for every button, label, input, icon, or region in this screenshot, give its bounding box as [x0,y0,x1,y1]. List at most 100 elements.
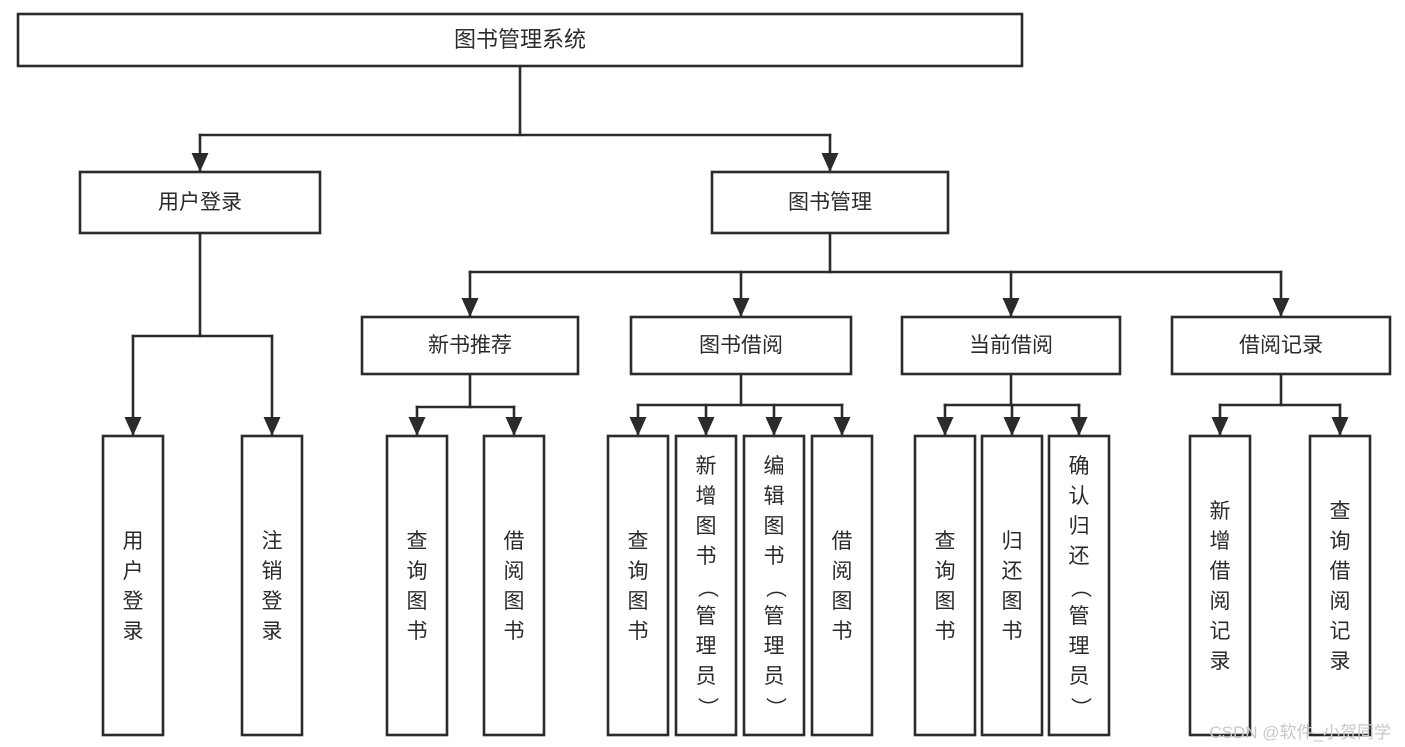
node-rect [1170,315,1392,376]
arrow-head-icon-book-0 [461,298,479,317]
leaf-label-char: 登 [123,590,144,613]
leaf-label-char: 录 [123,620,144,643]
leaf-label-char: 阅 [832,560,853,583]
leaf-label-char: 理 [764,635,785,658]
arrow-head-icon-book-1 [732,298,750,317]
leaf-label-char: 新 [1210,500,1231,523]
leaf-label-char: 图 [935,590,956,613]
leaf-rect [1047,434,1111,737]
leaf-rect [674,434,738,737]
leaf-label-char: （ [1068,577,1091,598]
node-level3-新书推荐[interactable]: 新书推荐 [360,315,580,376]
arrow-head-icon-图书借阅-3 [833,417,851,436]
node-level3-图书借阅[interactable]: 图书借阅 [629,315,853,376]
leaf-label-char: 阅 [1330,590,1351,613]
leaf-label-char: 书 [764,545,785,568]
leaf-label-char: 管 [1069,605,1090,628]
leaf-label-char: 记 [1210,620,1231,643]
arrow-head-icon-新书推荐-0 [408,417,426,436]
leaf-label-char: 注 [262,530,283,553]
leaf-label-char: 认 [1069,485,1090,508]
leaf-label-char: 理 [696,635,717,658]
leaf-label-char: ） [695,697,718,718]
node-rect [900,315,1122,376]
watermark-text: CSDN @软件_小贺同学 [1209,723,1391,742]
leaf-label-char: 阅 [504,560,525,583]
leaf-rect [240,434,304,737]
leaf-label-char: 还 [1002,560,1023,583]
node-root-图书管理系统[interactable]: 图书管理系统 [16,12,1024,68]
leaf-label-char: 记 [1330,620,1351,643]
leaf-label-char: 录 [262,620,283,643]
leaf-label-char: 借 [832,530,853,553]
leaf-label-char: 图 [696,515,717,538]
node-level2-用户登录[interactable]: 用户登录 [78,170,322,235]
leaf-rect [1188,434,1252,737]
leaf-label-char: 借 [504,530,525,553]
leaf-label-char: 询 [407,560,428,583]
leaf-label-char: 新 [696,455,717,478]
leaf-label-char: 书 [1002,620,1023,643]
node-rect [360,315,580,376]
node-level3-借阅记录[interactable]: 借阅记录 [1170,315,1392,376]
leaf-rect [385,434,449,737]
leaf-label-char: 归 [1069,515,1090,538]
leaf-label-char: 户 [123,560,144,583]
node-label: 用户登录 [158,191,242,214]
connector-layer [124,64,1349,438]
node-rect [629,315,853,376]
leaf-label-char: （ [695,577,718,598]
arrow-head-icon-user-1 [263,417,281,436]
arrow-head-icon-新书推荐-1 [505,417,523,436]
leaf-label-char: 确 [1069,455,1090,478]
arrow-head-icon-user-0 [124,417,142,436]
leaf-label-char: 图 [832,590,853,613]
leaf-label-char: 录 [1210,650,1231,673]
node-rect [78,170,322,235]
node-level3-当前借阅[interactable]: 当前借阅 [900,315,1122,376]
leaf-label-char: 书 [832,620,853,643]
leaf-label-char: 阅 [1210,590,1231,613]
leaf-label-char: 理 [1069,635,1090,658]
leaf-label-char: 录 [1330,650,1351,673]
leaf-label-char: 图 [764,515,785,538]
leaf-rect [606,434,670,737]
arrow-head-icon-当前借阅-2 [1070,417,1088,436]
leaf-rect [101,434,165,737]
node-level2-图书管理[interactable]: 图书管理 [710,170,950,235]
leaf-label-char: 归 [1002,530,1023,553]
leaf-label-char: 书 [407,620,428,643]
leaf-rect [742,434,806,737]
leaf-label-char: 书 [504,620,525,643]
node-label: 图书管理系统 [454,27,586,52]
leaf-label-char: 员 [764,665,785,688]
arrow-head-icon-root-0 [191,153,209,172]
leaf-label-char: ） [763,697,786,718]
leaf-label-char: 询 [935,560,956,583]
leaf-label-char: 员 [696,665,717,688]
node-rect [16,12,1024,68]
leaf-label-char: 增 [696,485,717,508]
arrow-head-icon-当前借阅-1 [1003,417,1021,436]
leaf-node-用户登录-0[interactable]: 用户登录 [101,434,165,737]
leaf-label-char: ） [1068,697,1091,718]
arrow-head-icon-借阅记录-0 [1211,417,1229,436]
leaf-label-char: 查 [935,530,956,553]
arrow-head-icon-借阅记录-1 [1331,417,1349,436]
leaf-label-char: 借 [1330,560,1351,583]
node-label: 新书推荐 [428,334,512,357]
leaf-label-char: 用 [123,530,144,553]
